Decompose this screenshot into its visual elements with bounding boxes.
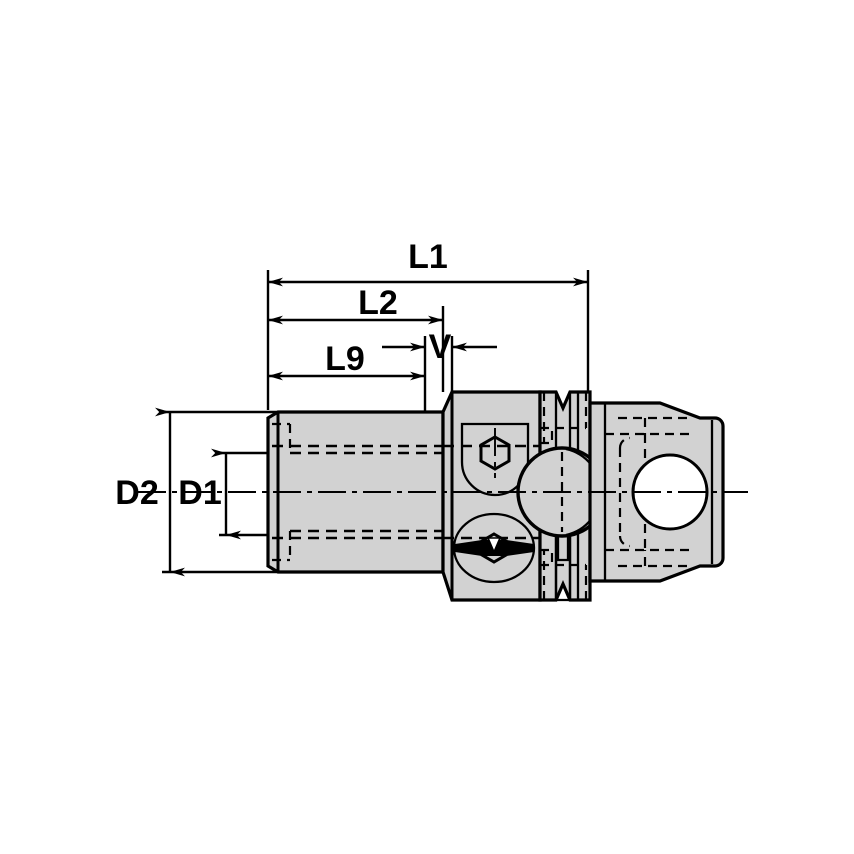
dimension-label-V: V xyxy=(429,328,452,366)
dimension-label-L2: L2 xyxy=(358,284,398,322)
coolant-hex-screw-icon xyxy=(480,532,508,564)
dimension-L1: L1 xyxy=(266,238,590,410)
dimension-label-D1: D1 xyxy=(178,474,221,512)
dimension-L2: L2 xyxy=(268,284,445,392)
dimension-L9: L9 xyxy=(268,340,425,381)
dimension-V: V xyxy=(382,328,497,412)
taper-slot-corner-tl xyxy=(618,436,631,449)
taper-slot-corner-bl xyxy=(618,535,631,548)
coolant-screw-highlight xyxy=(486,537,502,555)
dimension-label-D2: D2 xyxy=(115,474,158,512)
hex-socket-icon xyxy=(479,435,511,471)
dimension-D2: D2 xyxy=(115,407,288,577)
coolant-port xyxy=(452,512,536,584)
dimension-label-L1: L1 xyxy=(408,238,448,276)
dimension-label-L9: L9 xyxy=(325,340,365,378)
